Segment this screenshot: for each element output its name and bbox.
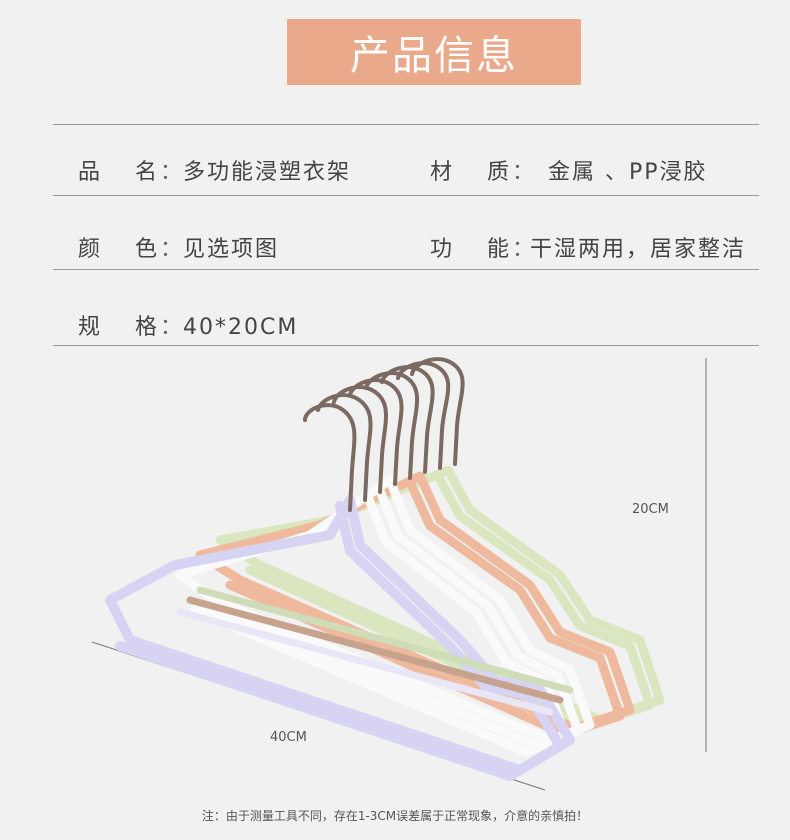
crossbars — [176, 586, 574, 716]
spec-row-name-material: 品 名 ： 多功能浸塑衣架 材 质 ： 金属 、PP浸胶 — [0, 153, 790, 193]
function-label: 功 能 — [430, 237, 523, 262]
hanger-white — [175, 475, 595, 757]
hanger-illustration — [91, 357, 707, 791]
spec-row-color-function: 颜 色 ： 见选项图 功 能 ： 干湿两用，居家整洁 — [0, 230, 790, 270]
measurement-disclaimer: 注：由于测量工具不同，存在1-3CM误差属于正常现象，介意的亲慎拍！ — [201, 809, 589, 823]
material-value: 金属 、PP浸胶 — [548, 160, 708, 185]
colon: ： — [512, 160, 535, 185]
size-value: 40*20CM — [183, 315, 299, 340]
name-value: 多功能浸塑衣架 — [183, 160, 352, 185]
hanger-purple — [105, 495, 575, 781]
color-value: 见选项图 — [183, 237, 280, 262]
colon: ： — [512, 237, 535, 262]
material-label: 材 质 — [430, 160, 523, 185]
function-value: 干湿两用，居家整洁 — [530, 237, 747, 262]
colon: ： — [160, 315, 183, 340]
width-dimension-label: 40CM — [270, 730, 307, 745]
color-label: 颜 色 — [78, 237, 171, 262]
divider — [53, 195, 759, 196]
height-dimension-label: 20CM — [632, 502, 669, 517]
divider — [53, 345, 759, 346]
divider — [53, 124, 759, 125]
colon: ： — [160, 237, 183, 262]
section-title: 产品信息 — [287, 19, 581, 85]
divider — [53, 269, 759, 270]
size-label: 规 格 — [78, 315, 171, 340]
colon: ： — [160, 160, 183, 185]
spec-row-size: 规 格 ： 40*20CM — [0, 308, 790, 348]
name-label: 品 名 — [78, 160, 171, 185]
hook-icon — [303, 357, 465, 512]
